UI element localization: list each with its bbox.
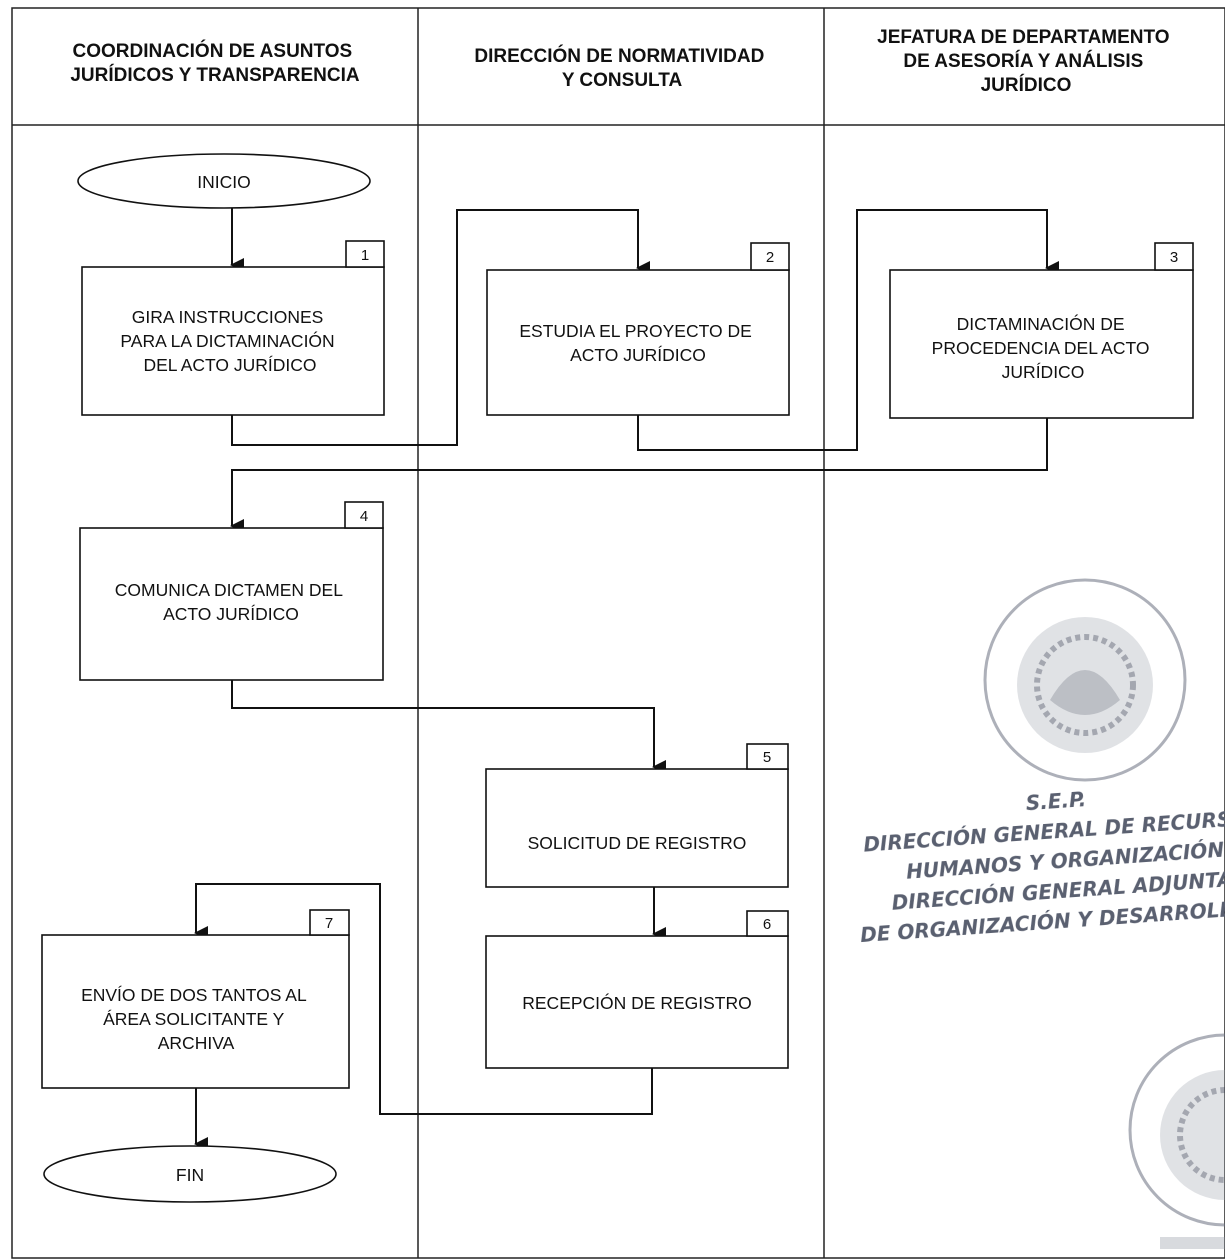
step-6: 6 RECEPCIÓN DE REGISTRO bbox=[485, 910, 789, 1069]
step-number: 3 bbox=[1170, 249, 1178, 266]
step-label: ESTUDIA EL PROYECTO DE ACTO JURÍDICO bbox=[519, 321, 756, 365]
step-label: ENVÍO DE DOS TANTOS AL ÁREA SOLICITANTE … bbox=[81, 985, 311, 1053]
connector-2-to-3 bbox=[637, 209, 1059, 451]
table-frame bbox=[11, 7, 1225, 1259]
terminator-start-label: INICIO bbox=[197, 172, 250, 192]
official-stamp: S.E.P. DIRECCIÓN GENERAL DE RECURSOS HUM… bbox=[859, 578, 1225, 1249]
step-number: 1 bbox=[361, 247, 369, 264]
seal-emblem bbox=[983, 578, 1225, 1249]
step-number: 6 bbox=[763, 916, 771, 933]
step-5: 5 SOLICITUD DE REGISTRO bbox=[485, 743, 789, 888]
step-3: 3 DICTAMINACIÓN DE PROCEDENCIA DEL ACTO … bbox=[889, 242, 1194, 419]
step-label: RECEPCIÓN DE REGISTRO bbox=[522, 992, 751, 1013]
step-number: 7 bbox=[325, 915, 333, 932]
stamp-line: S.E.P. bbox=[1025, 787, 1087, 815]
step-7: 7 ENVÍO DE DOS TANTOS AL ÁREA SOLICITANT… bbox=[41, 909, 350, 1089]
lane-title-jefatura: JEFATURA DE DEPARTAMENTO DE ASESORÍA Y A… bbox=[877, 27, 1175, 96]
step-2: 2 ESTUDIA EL PROYECTO DE ACTO JURÍDICO bbox=[486, 242, 790, 416]
step-label: GIRA INSTRUCCIONES PARA LA DICTAMINACIÓN… bbox=[120, 307, 339, 375]
step-4: 4 COMUNICA DICTAMEN DEL ACTO JURÍDICO bbox=[79, 501, 384, 681]
connectors bbox=[194, 207, 1059, 1151]
lane-title-direccion: DIRECCIÓN DE NORMATIVIDAD Y CONSULTA bbox=[474, 45, 769, 91]
connector-6-to-7 bbox=[194, 883, 653, 1115]
step-number: 2 bbox=[766, 249, 774, 266]
lane-title-coordinacion: COORDINACIÓN DE ASUNTOS JURÍDICOS Y TRAN… bbox=[70, 40, 360, 86]
connector-4-to-5 bbox=[231, 680, 666, 774]
connector-3-to-4 bbox=[230, 418, 1048, 533]
step-label: COMUNICA DICTAMEN DEL ACTO JURÍDICO bbox=[115, 580, 347, 624]
step-label: SOLICITUD DE REGISTRO bbox=[528, 833, 747, 853]
terminator-start: INICIO bbox=[77, 153, 371, 209]
step-1: 1 GIRA INSTRUCCIONES PARA LA DICTAMINACI… bbox=[81, 240, 385, 416]
step-number: 4 bbox=[360, 508, 368, 525]
step-label: DICTAMINACIÓN DE PROCEDENCIA DEL ACTO JU… bbox=[932, 313, 1155, 382]
terminator-end-label: FIN bbox=[176, 1165, 204, 1185]
connector-1-to-2 bbox=[231, 209, 650, 446]
terminator-end: FIN bbox=[43, 1145, 337, 1203]
step-number: 5 bbox=[763, 749, 771, 766]
